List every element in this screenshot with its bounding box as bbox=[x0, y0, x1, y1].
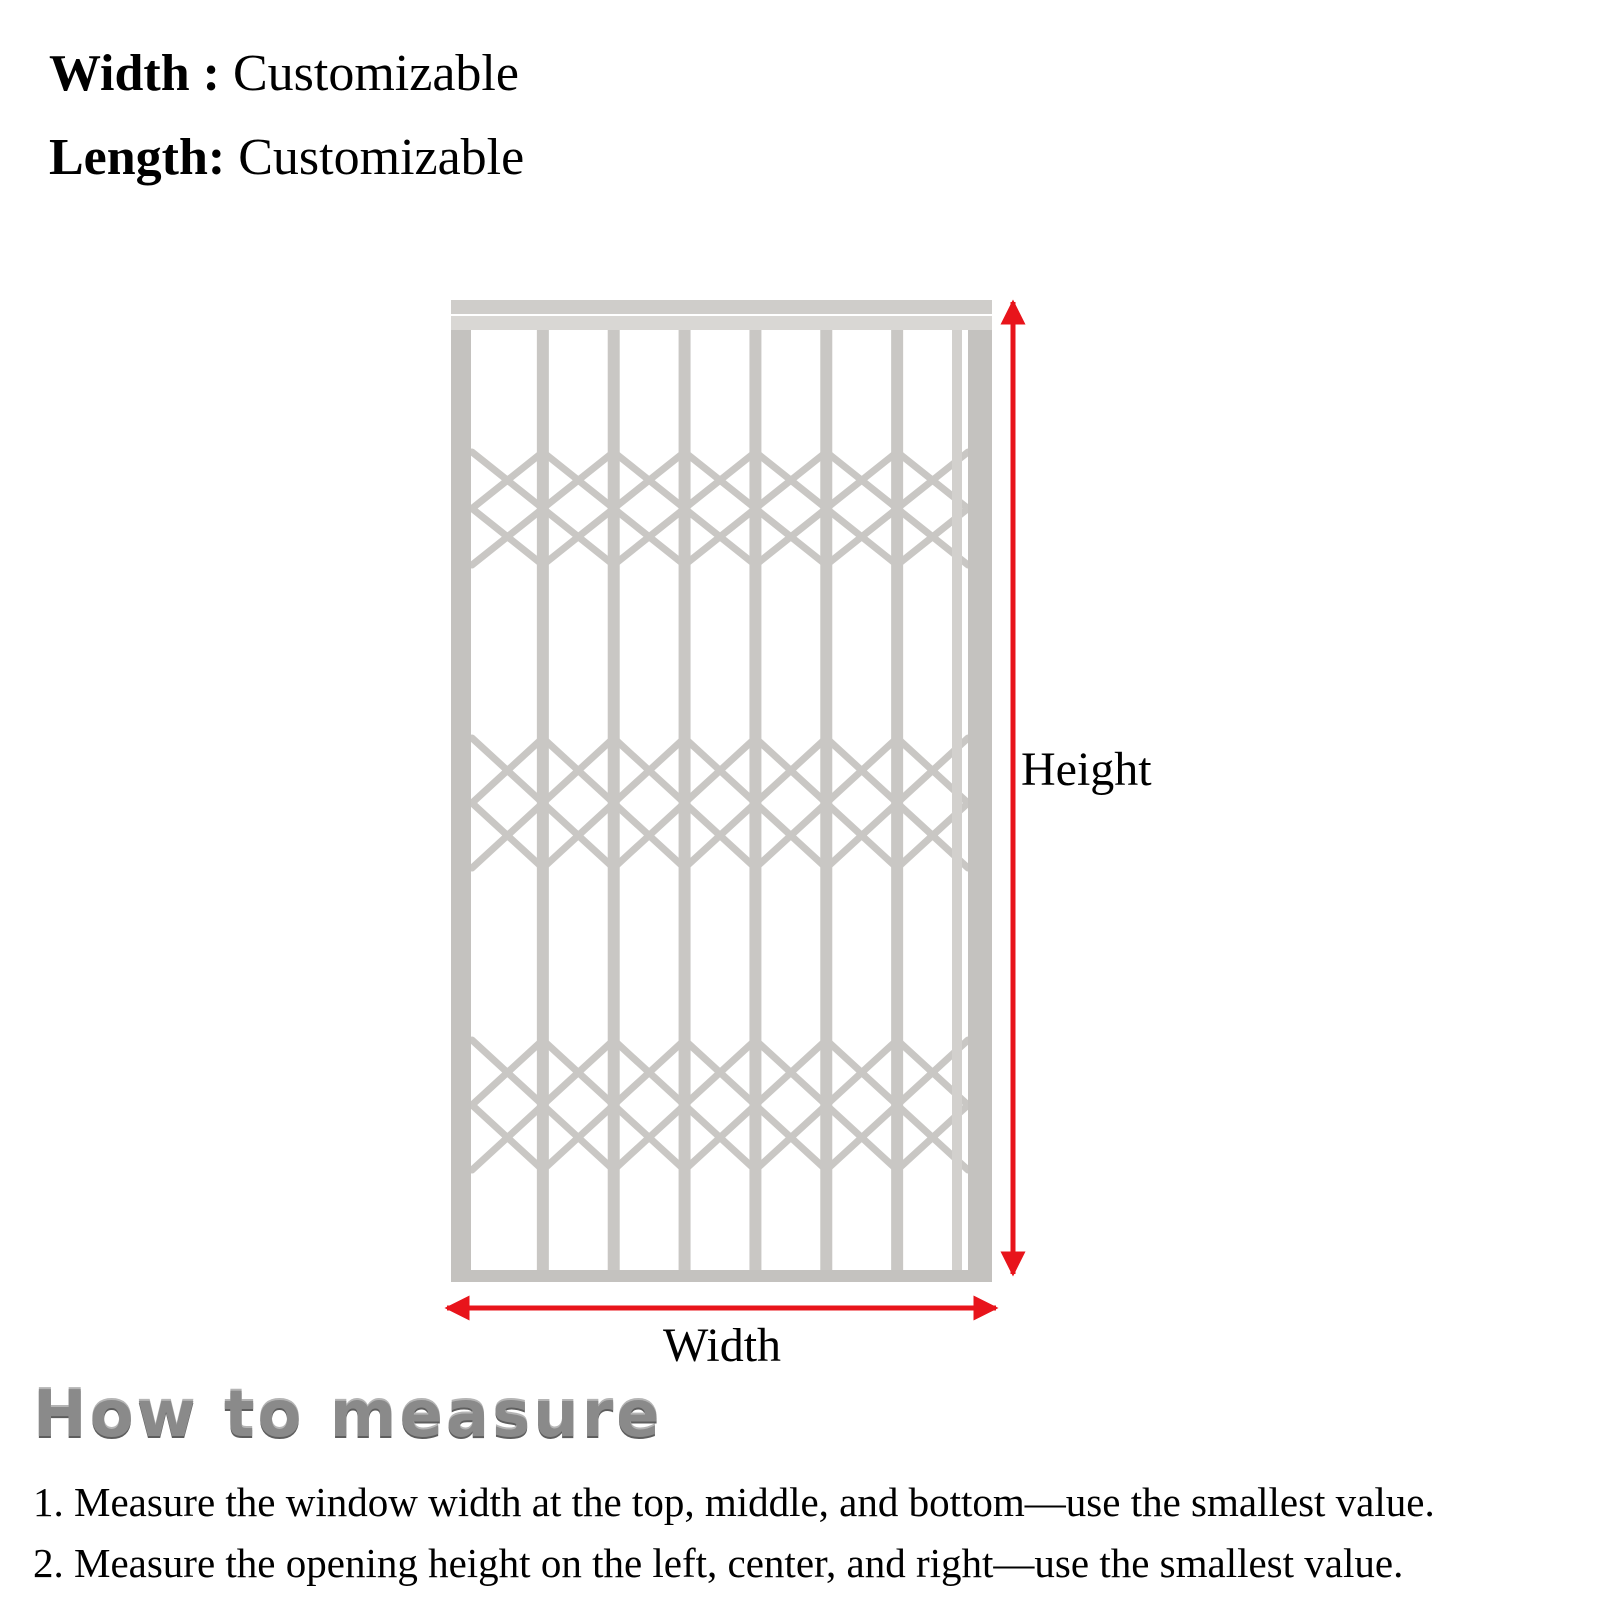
lattice-strut bbox=[681, 448, 759, 512]
lattice-strut bbox=[822, 1036, 901, 1109]
lattice-strut bbox=[468, 734, 547, 807]
lattice-strut bbox=[822, 734, 901, 807]
length-spec: Length: Customizable bbox=[49, 128, 524, 187]
lattice-strut bbox=[751, 1036, 830, 1109]
lattice-strut bbox=[539, 1036, 618, 1109]
lattice-strut bbox=[468, 1101, 547, 1174]
lattice-strut bbox=[681, 799, 759, 872]
width-label: Width bbox=[663, 1319, 782, 1372]
gate-left-post bbox=[451, 330, 471, 1282]
lattice-strut bbox=[681, 1036, 759, 1109]
lattice-strut bbox=[468, 799, 547, 872]
gate-vertical-bar bbox=[678, 330, 691, 1270]
lattice-strut bbox=[681, 1101, 759, 1174]
lattice-strut bbox=[539, 448, 618, 512]
lattice-strut bbox=[822, 799, 901, 872]
lattice-strut bbox=[468, 505, 547, 569]
measure-step-2: 2. Measure the opening height on the lef… bbox=[33, 1540, 1404, 1586]
lattice-strut bbox=[610, 505, 689, 569]
lattice-strut bbox=[468, 1036, 547, 1109]
lattice-strut bbox=[610, 1101, 689, 1174]
lattice-strut bbox=[751, 1101, 830, 1174]
lattice-strut bbox=[751, 505, 830, 569]
gate-vertical-bar bbox=[820, 330, 833, 1270]
gate-vertical-bar bbox=[891, 330, 904, 1270]
lattice-strut bbox=[822, 448, 901, 512]
lattice-strut bbox=[468, 448, 547, 512]
gate-vertical-bar bbox=[536, 330, 549, 1270]
lattice-strut bbox=[610, 734, 689, 807]
width-spec: Width : Customizable bbox=[49, 44, 519, 103]
gate-vertical-bar bbox=[749, 330, 762, 1270]
lattice-strut bbox=[751, 799, 830, 872]
gate-lock-bar bbox=[952, 330, 962, 1282]
gate-illustration bbox=[451, 300, 992, 1282]
gate-bottom-rail bbox=[451, 1270, 992, 1282]
width-spec-key: Width : bbox=[49, 45, 220, 102]
lattice-strut bbox=[751, 448, 830, 512]
lattice-strut bbox=[822, 505, 901, 569]
lattice-strut bbox=[610, 1036, 689, 1109]
width-spec-value: Customizable bbox=[232, 45, 519, 102]
lattice-strut bbox=[539, 734, 618, 807]
lattice-strut bbox=[681, 734, 759, 807]
length-spec-key: Length: bbox=[49, 129, 226, 186]
lattice-strut bbox=[751, 734, 830, 807]
lattice-strut bbox=[539, 1101, 618, 1174]
how-to-measure-heading: How to measure bbox=[33, 1378, 663, 1452]
length-spec-value: Customizable bbox=[238, 129, 525, 186]
height-label: Height bbox=[1021, 743, 1152, 796]
gate-top-rail bbox=[451, 300, 992, 314]
lattice-strut bbox=[610, 799, 689, 872]
lattice-strut bbox=[822, 1101, 901, 1174]
measure-step-1: 1. Measure the window width at the top, … bbox=[33, 1479, 1435, 1525]
gate-top-rail-lower bbox=[451, 316, 992, 330]
lattice-strut bbox=[610, 448, 689, 512]
lattice-strut bbox=[681, 505, 759, 569]
lattice-strut bbox=[539, 505, 618, 569]
gate-vertical-bar bbox=[607, 330, 620, 1270]
gate-right-post bbox=[968, 330, 992, 1282]
lattice-strut bbox=[539, 799, 618, 872]
